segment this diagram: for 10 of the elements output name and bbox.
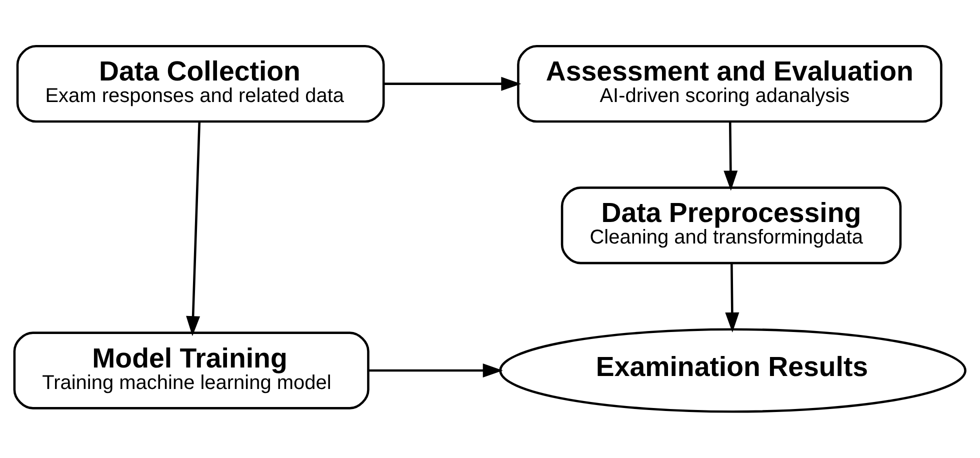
arrow (725, 263, 740, 332)
node-box: Data Preprocessing Cleaning and transformingdata (560, 186, 902, 264)
node-box: Model Training Training machine learning model (13, 332, 370, 410)
node-box: Assessment and Evaluation AI-driven scoring adanalysis (517, 45, 942, 123)
arrow (368, 364, 503, 378)
node-ellipse: Examination Results (499, 328, 966, 413)
arrow (724, 122, 738, 191)
arrow (186, 122, 201, 336)
arrow (384, 76, 522, 91)
node-box: Data Collection Exam responses and related data (16, 45, 385, 123)
